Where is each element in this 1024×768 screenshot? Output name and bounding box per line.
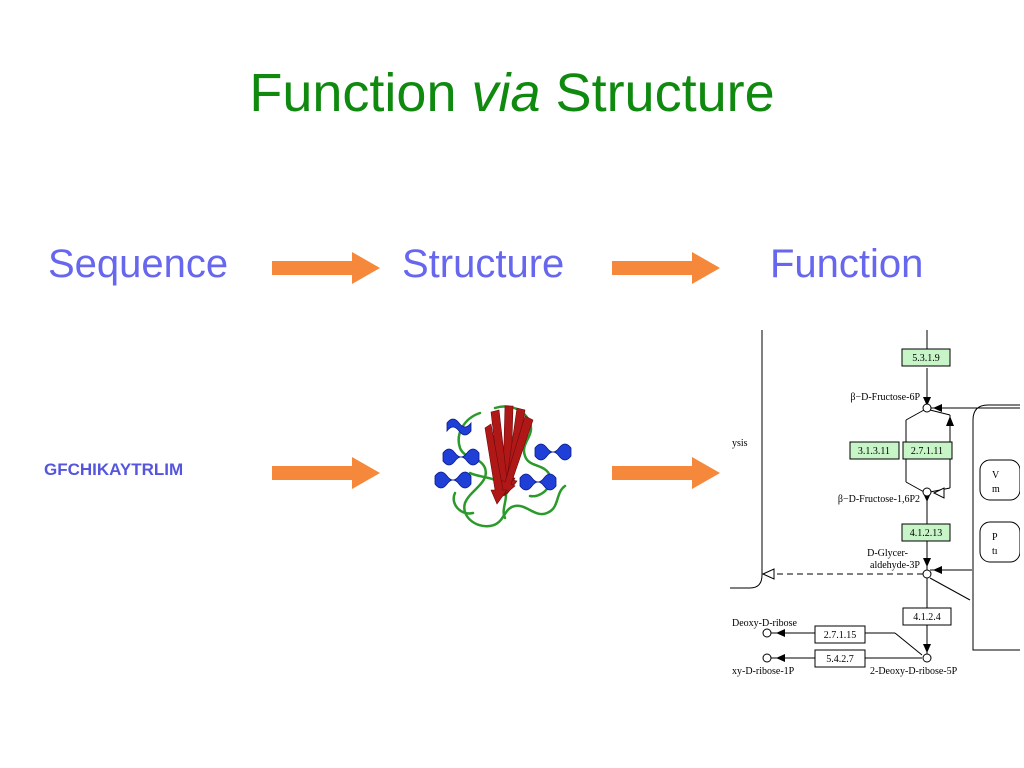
arrow-seq-to-protein: [272, 457, 380, 489]
cut-label-right-2b: tı: [992, 546, 998, 557]
title-part-via: via: [471, 63, 541, 123]
title-part-function: Function: [249, 63, 457, 123]
protein-structure-image: [434, 405, 572, 528]
arrow-sequence-to-structure: [272, 252, 380, 284]
arrow-structure-to-function: [612, 252, 720, 284]
sequence-string: GFCHIKAYTRLIM: [44, 460, 184, 479]
enzyme-4-1-2-13: 4.1.2.13: [910, 528, 943, 539]
compound-glyceraldehyde-line1: D-Glycer-: [867, 548, 908, 559]
enzyme-5-4-2-7: 5.4.2.7: [826, 654, 854, 665]
enzyme-box-4-1-2-4[interactable]: [902, 607, 952, 626]
enzyme-2-7-1-15: 2.7.1.15: [824, 630, 857, 641]
cut-label-right-1a: V: [992, 470, 1000, 481]
compound-deoxyribose-5p: 2-Deoxy-D-ribose-5P: [870, 666, 958, 677]
slide-title: Function via Structure: [0, 62, 1024, 124]
arrow-protein-to-pathway: [612, 457, 720, 489]
enzyme-box-5-4-2-7[interactable]: [814, 649, 866, 668]
enzyme-box-2-7-1-15[interactable]: [814, 625, 866, 644]
cut-label-left: ysis: [732, 438, 748, 449]
enzyme-box-5-3-1-9[interactable]: [901, 348, 951, 367]
compound-deoxy-d-ribose: Deoxy-D-ribose: [732, 618, 798, 629]
label-function: Function: [770, 242, 924, 286]
pathway-diagram: 5.3.1.9 3.1.3.11 2.7.1.11 4.1.2.13 4.1.2…: [730, 330, 1020, 677]
title-part-structure: Structure: [555, 63, 775, 123]
enzyme-box-3-1-3-11[interactable]: [849, 441, 900, 460]
enzyme-5-3-1-9: 5.3.1.9: [912, 353, 940, 364]
cut-label-right-2a: P: [992, 532, 998, 543]
label-sequence: Sequence: [48, 242, 229, 286]
enzyme-box-4-1-2-13[interactable]: [901, 523, 951, 542]
compound-glyceraldehyde-line2: aldehyde-3P: [870, 560, 920, 571]
cut-label-right-1b: m: [992, 484, 1000, 495]
compound-deoxyribose-1p: xy-D-ribose-1P: [732, 666, 795, 677]
compound-fructose-16p2: β−D-Fructose-1,6P2: [838, 494, 920, 505]
enzyme-4-1-2-4: 4.1.2.4: [913, 612, 941, 623]
enzyme-3-1-3-11: 3.1.3.11: [858, 446, 890, 457]
enzyme-box-2-7-1-11[interactable]: [902, 441, 953, 460]
label-structure: Structure: [402, 242, 565, 286]
enzyme-2-7-1-11: 2.7.1.11: [911, 446, 943, 457]
compound-fructose-6p: β−D-Fructose-6P: [850, 392, 920, 403]
